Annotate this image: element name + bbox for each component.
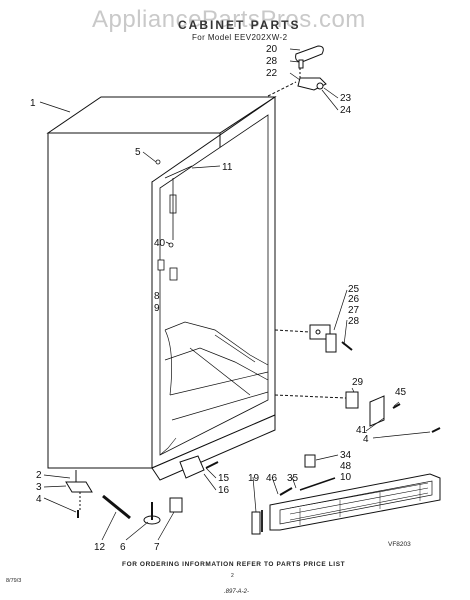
callout-8: 8 [154,291,160,302]
callout-2: 2 [36,470,42,481]
callout-4: 4 [36,494,42,505]
callout-28: 28 [348,316,360,327]
middle-hinge-assembly [274,324,353,353]
diagram-subtitle: For Model EEV202XW-2 [192,33,288,42]
leveling-legs [65,470,183,525]
callout-45: 45 [395,387,407,398]
diagram-title: CABINET PARTS [178,18,301,32]
doc-code: 8/79/3 [6,578,22,584]
callout-40: 40 [154,238,166,249]
callout-4-right: 4 [363,434,369,445]
figure-code: VF8203 [388,541,411,548]
callout-5: 5 [135,147,141,158]
top-hinge-assembly [267,45,327,97]
bracket-15-16 [179,455,219,479]
toe-grille [269,473,441,531]
callout-48: 48 [340,461,352,472]
callout-26: 26 [348,294,360,305]
callout-3: 3 [36,482,42,493]
callout-20: 20 [266,44,278,55]
callout-28-top: 28 [266,56,278,67]
callout-labels: 1 5 11 40 8 9 20 28 22 23 24 25 26 27 28… [30,44,407,553]
callout-6: 6 [120,542,126,553]
callout-15: 15 [218,473,230,484]
callout-46: 46 [266,473,278,484]
page-number: 2 [231,573,234,579]
callout-34: 34 [340,450,352,461]
callout-24: 24 [340,105,352,116]
callout-9: 9 [154,303,160,314]
callout-22: 22 [266,68,278,79]
callout-41: 41 [356,425,368,436]
callout-12: 12 [94,542,106,553]
callout-7: 7 [154,542,160,553]
callout-29: 29 [352,377,364,388]
callout-11: 11 [222,162,233,173]
bracket-29 [345,391,359,409]
cabinet-liner [159,114,269,456]
interior-floor [164,321,269,421]
ordering-note: FOR ORDERING INFORMATION REFER TO PARTS … [122,561,346,568]
leader-lines [39,48,431,541]
callout-25: 25 [348,284,360,295]
callout-1: 1 [30,98,36,109]
callout-10: 10 [340,472,352,483]
callout-35: 35 [287,473,299,484]
handwritten-note: .897-A-2- [224,589,250,595]
callout-27: 27 [348,305,360,316]
callout-23: 23 [340,93,352,104]
callout-16: 16 [218,485,230,496]
watermark: AppliancePartsPros.com [92,6,366,33]
callout-19: 19 [248,473,260,484]
lower-hinge-45 [369,395,441,433]
